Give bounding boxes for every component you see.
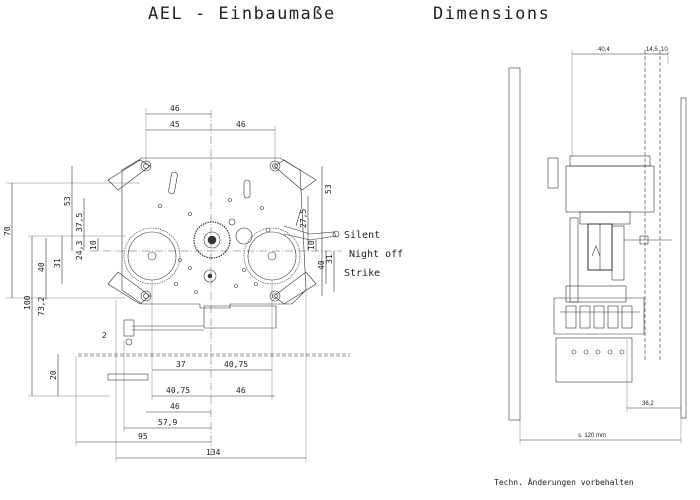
dim-46-bottom-right: 46 [236, 386, 246, 395]
dim-73-2: 73,2 [37, 297, 46, 316]
dim-120: s. 120 mm [578, 433, 606, 439]
switch-labels: Silent Night off Strike [344, 230, 403, 279]
dim-134: 134 [206, 448, 221, 457]
dim-20: 20 [49, 370, 58, 380]
dim-40-left: 40 [37, 262, 46, 272]
dim-53-right: 53 [324, 184, 333, 194]
label-strike: Strike [344, 268, 380, 279]
dim-70: 70 [3, 226, 12, 236]
dim-2: 2 [102, 331, 107, 340]
dim-27-5: 27,5 [299, 209, 308, 228]
front-view-dimensions: 46 45 46 70 100 40 31 53 37,5 24,3 10 73… [3, 104, 334, 457]
dim-37-5: 37,5 [75, 213, 84, 232]
dim-57-9: 57,9 [158, 418, 177, 427]
dim-37: 37 [176, 360, 186, 369]
dim-10-right: 10 [307, 240, 316, 250]
title-german: AEL - Einbaumaße [148, 4, 336, 24]
dim-46-right: 46 [236, 120, 246, 129]
dim-10-side: 10 [661, 47, 668, 53]
dim-46-bottom: 46 [170, 402, 180, 411]
front-view-movement [107, 157, 340, 346]
dim-40-75-bottom: 40,75 [166, 386, 190, 395]
footnote: Techn. Änderungen vorbehalten [494, 478, 634, 487]
label-silent: Silent [344, 230, 380, 241]
dim-95: 95 [138, 432, 148, 441]
dim-31-right: 31 [325, 254, 334, 264]
dim-45: 45 [170, 120, 180, 129]
title-english: Dimensions [433, 4, 551, 24]
dim-100: 100 [23, 295, 32, 310]
dim-31: 31 [53, 258, 62, 268]
dim-14-5: 14,5 [646, 47, 658, 53]
dim-46-top: 46 [170, 104, 180, 113]
dim-53-left: 53 [63, 196, 72, 206]
dim-40-4: 40,4 [598, 47, 610, 53]
dim-10-left: 10 [89, 240, 98, 250]
label-night-off: Night off [349, 249, 403, 260]
side-view-dimensions: 40,4 14,5 10 36,2 s. 120 mm [578, 47, 668, 439]
dim-40-75-top: 40,75 [224, 360, 248, 369]
dim-40-right: 40 [317, 260, 326, 270]
dim-36-2: 36,2 [642, 401, 654, 407]
dim-24-3: 24,3 [75, 241, 84, 260]
side-view-movement [508, 50, 687, 444]
